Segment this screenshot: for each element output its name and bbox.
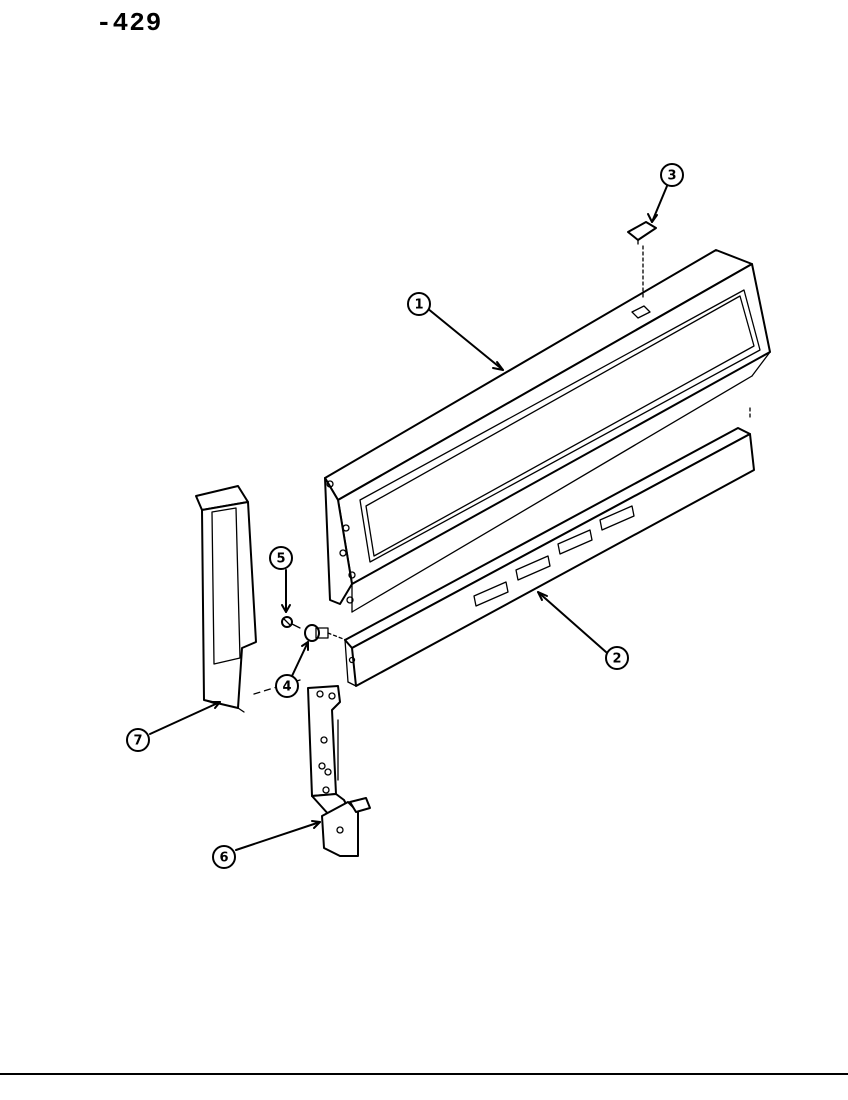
part-switch-knob — [304, 624, 347, 642]
part-end-cap — [195, 485, 257, 713]
callout-7-label: 7 — [133, 734, 142, 749]
part-trim-strip — [344, 407, 755, 687]
part-screw — [281, 616, 301, 629]
callout-5-label: 5 — [276, 552, 285, 567]
part-mounting-bracket — [307, 685, 371, 857]
page-number: -429 — [96, 8, 163, 38]
callout-7: 7 — [126, 728, 150, 752]
callout-3: 3 — [660, 163, 684, 187]
callout-2-label: 2 — [612, 652, 621, 667]
page-bottom-rule — [0, 1073, 848, 1075]
callout-1: 1 — [407, 292, 431, 316]
callout-4-label: 4 — [282, 680, 291, 695]
callout-6-label: 6 — [219, 851, 228, 866]
callout-2: 2 — [605, 646, 629, 670]
callout-1-label: 1 — [414, 298, 423, 313]
part-backguard-panel — [324, 249, 771, 613]
part-clip — [627, 221, 657, 301]
callout-3-label: 3 — [667, 169, 676, 184]
callout-5: 5 — [269, 546, 293, 570]
callout-4: 4 — [275, 674, 299, 698]
callout-6: 6 — [212, 845, 236, 869]
